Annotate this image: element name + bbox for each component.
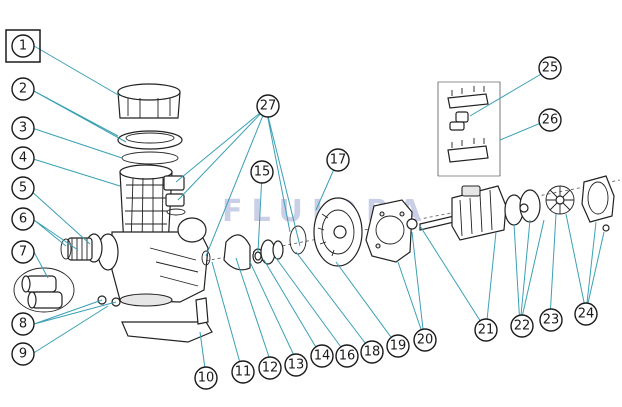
svg-text:16: 16 <box>339 349 356 364</box>
svg-text:25: 25 <box>542 61 559 76</box>
callout-5: 5 <box>11 176 35 200</box>
svg-text:14: 14 <box>314 349 331 364</box>
pump-base <box>121 297 213 343</box>
callout-19: 19 <box>386 334 410 358</box>
callout-2: 2 <box>11 77 35 101</box>
impeller-assembly <box>289 197 363 267</box>
callout-26: 26 <box>538 108 562 132</box>
callout-15: 15 <box>250 160 274 184</box>
motor-flange <box>365 199 418 263</box>
callout-1-frame <box>5 29 41 63</box>
svg-text:13: 13 <box>288 358 305 373</box>
svg-text:20: 20 <box>417 333 434 348</box>
callout-25: 25 <box>538 56 562 80</box>
svg-text:11: 11 <box>235 365 252 380</box>
callout-23: 23 <box>539 308 563 332</box>
svg-text:5: 5 <box>19 181 27 196</box>
diffuser-parts <box>201 234 284 271</box>
svg-text:4: 4 <box>19 151 27 166</box>
callout-14: 14 <box>310 344 334 368</box>
svg-text:3: 3 <box>19 121 27 136</box>
svg-text:26: 26 <box>542 113 559 128</box>
svg-text:17: 17 <box>330 153 347 168</box>
callout-27: 27 <box>256 94 280 118</box>
lid-locking-ring <box>117 130 183 150</box>
svg-text:18: 18 <box>364 345 381 360</box>
svg-text:10: 10 <box>198 371 215 386</box>
callout-4: 4 <box>11 146 35 170</box>
cooling-fan <box>545 185 575 215</box>
callout-20: 20 <box>413 328 437 352</box>
callout-6: 6 <box>11 207 35 231</box>
callout-16: 16 <box>335 344 359 368</box>
svg-text:7: 7 <box>19 245 27 260</box>
callout-3: 3 <box>11 116 35 140</box>
motor-housing <box>451 185 507 241</box>
union-fittings-left <box>60 233 103 263</box>
callout-24: 24 <box>574 302 598 326</box>
lid-o-ring <box>121 151 179 165</box>
callout-10: 10 <box>194 366 218 390</box>
callout-13: 13 <box>284 353 308 377</box>
svg-text:8: 8 <box>19 317 27 332</box>
strainer-basket <box>119 164 173 247</box>
pipe-adapters <box>13 267 75 313</box>
svg-text:9: 9 <box>19 347 27 362</box>
callout-12: 12 <box>258 356 282 380</box>
capacitor-box <box>437 81 501 177</box>
svg-text:23: 23 <box>543 313 560 328</box>
svg-text:27: 27 <box>260 99 277 114</box>
callout-11: 11 <box>231 360 255 384</box>
svg-text:21: 21 <box>478 323 495 338</box>
svg-text:12: 12 <box>262 361 279 376</box>
svg-text:22: 22 <box>514 319 531 334</box>
svg-text:1: 1 <box>19 39 27 54</box>
svg-text:2: 2 <box>19 82 27 97</box>
fan-cover <box>581 175 615 232</box>
callout-8: 8 <box>11 312 35 336</box>
svg-text:15: 15 <box>254 165 271 180</box>
callout-9: 9 <box>11 342 35 366</box>
callout-17: 17 <box>326 148 350 172</box>
callout-22: 22 <box>510 314 534 338</box>
callout-1: 1 <box>11 34 35 58</box>
svg-text:19: 19 <box>390 339 407 354</box>
pump-body <box>97 217 209 307</box>
svg-text:24: 24 <box>578 307 595 322</box>
pump-lid <box>117 83 181 119</box>
callout-18: 18 <box>360 340 384 364</box>
callout-7: 7 <box>11 240 35 264</box>
svg-text:6: 6 <box>19 212 27 227</box>
shaft-axis-line <box>199 179 621 263</box>
leader-lines <box>29 45 605 377</box>
motor-end-cap <box>504 189 541 226</box>
seal-ring <box>254 251 262 261</box>
callout-21: 21 <box>474 318 498 342</box>
